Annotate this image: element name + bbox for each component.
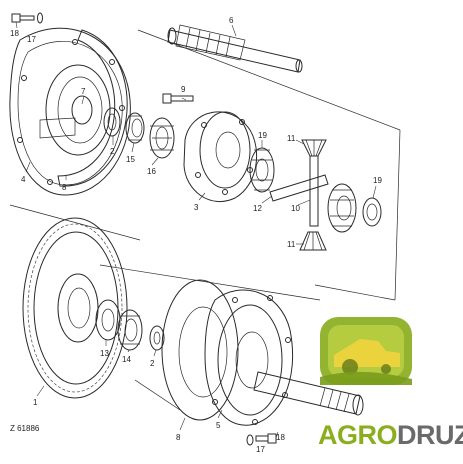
label-4: 4 — [21, 175, 26, 184]
axle-shaft — [253, 371, 364, 416]
label-10: 10 — [291, 204, 300, 213]
label-13: 13 — [100, 349, 109, 358]
label-19-right: 19 — [373, 176, 382, 185]
label-2-bottom: 2 — [150, 359, 155, 368]
side-gear-upper — [249, 147, 275, 193]
brand-part-1: AGRO — [318, 420, 398, 450]
pinion-gear-top — [301, 139, 327, 157]
thrust-washer-right — [362, 197, 382, 227]
label-7: 7 — [81, 87, 86, 96]
bearing-15 — [125, 112, 145, 144]
label-19-upper: 19 — [258, 131, 267, 140]
label-15: 15 — [126, 155, 135, 164]
label-18-bottom: 18 — [276, 433, 285, 442]
gasket-lower — [161, 279, 239, 421]
side-gear-right — [327, 183, 357, 233]
brand-wordmark: AGRODRUZI — [318, 420, 463, 450]
label-8-bottom: 8 — [176, 433, 181, 442]
label-17-top: 17 — [27, 35, 36, 44]
bearing-upper-2 — [103, 107, 121, 137]
label-11-top: 11 — [287, 134, 296, 143]
axle-housing — [204, 289, 294, 426]
washer-lower-2 — [149, 325, 165, 351]
label-3: 3 — [194, 203, 199, 212]
seal-ring-upper — [71, 95, 93, 125]
drawing-reference: Z 61886 — [10, 424, 40, 433]
part-labels: 18 17 6 9 7 4 8 2 15 16 3 19 11 12 10 19… — [10, 16, 382, 454]
label-9: 9 — [181, 85, 186, 94]
label-8-top: 8 — [62, 183, 67, 192]
bolt-bottom — [246, 433, 277, 446]
cross-shaft — [269, 155, 329, 227]
label-12: 12 — [253, 204, 262, 213]
bolt-top-left — [11, 12, 43, 24]
drive-shaft — [167, 24, 303, 73]
bearing-16 — [149, 117, 175, 159]
label-18-top: 18 — [10, 29, 19, 38]
label-17-bottom: 17 — [256, 445, 265, 454]
differential-case — [183, 111, 258, 203]
label-6: 6 — [229, 16, 234, 25]
ring-gear — [22, 217, 128, 399]
label-14: 14 — [122, 355, 131, 364]
label-11-bottom: 11 — [287, 240, 296, 249]
bearing-14 — [117, 309, 143, 351]
pinion-gear-bottom — [299, 231, 327, 251]
combine-harvester-icon — [320, 317, 412, 385]
upper-assembly-outline — [9, 29, 401, 301]
bearing-13 — [95, 299, 121, 341]
brand-part-2: DRUZI — [397, 420, 463, 450]
label-1: 1 — [33, 398, 38, 407]
label-16: 16 — [147, 167, 156, 176]
label-2-top: 2 — [110, 147, 115, 156]
gasket-upper — [39, 29, 128, 187]
label-5: 5 — [216, 421, 221, 430]
bolt-9 — [162, 93, 194, 104]
